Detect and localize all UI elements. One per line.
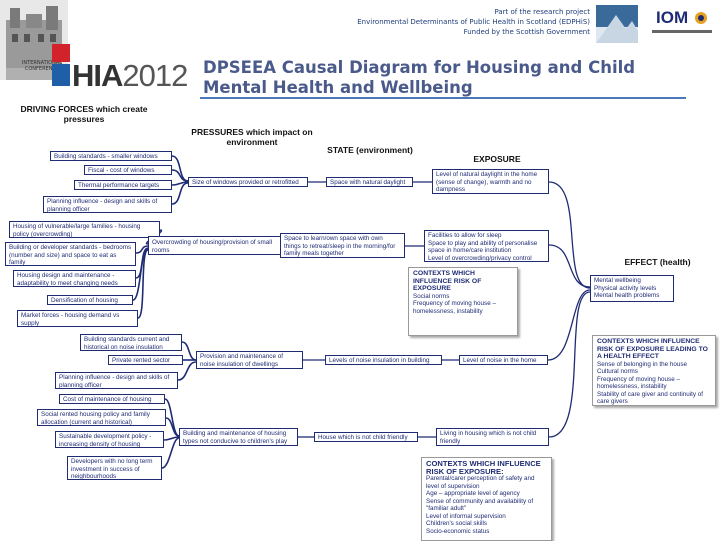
- pressure-node: Building and maintenance of housing type…: [179, 428, 298, 446]
- link: [181, 341, 197, 361]
- link: [171, 182, 189, 205]
- driving-force-node: Building standards - smaller windows: [50, 151, 172, 161]
- state-node: Space with natural daylight: [326, 177, 413, 187]
- link: [171, 169, 189, 182]
- link: [547, 289, 591, 361]
- hia-logo-text: HIA: [72, 58, 123, 93]
- driving-force-node: Building or developer standards - bedroo…: [5, 242, 136, 266]
- link: [171, 155, 189, 182]
- context-title: CONTEXTS WHICH INFLUENCE RISK OF EXPOSUR…: [597, 338, 708, 360]
- link: [135, 245, 149, 254]
- project-line: Part of the research project: [494, 8, 590, 16]
- globe-icon: [695, 12, 707, 24]
- heading-effect: EFFECT (health): [624, 257, 691, 267]
- hia-logo: HIA2012: [72, 58, 188, 94]
- title-underline: [200, 97, 686, 99]
- driving-force-node: Planning influence - design and skills o…: [43, 196, 172, 213]
- context-items: Sense of belonging in the house Cultural…: [597, 360, 704, 406]
- exposure-node: Level of noise in the home: [459, 355, 548, 365]
- context-title: CONTEXTS WHICH INFLUENCE RISK OF EXPOSUR…: [426, 459, 541, 476]
- driving-force-node: Thermal performance targets: [74, 180, 172, 190]
- context-box-effect: CONTEXTS WHICH INFLUENCE RISK OF EXPOSUR…: [592, 335, 716, 406]
- link: [165, 417, 180, 437]
- driving-force-node: Sustainable development policy - increas…: [55, 431, 164, 448]
- driving-force-node: Housing design and maintenance - adaptab…: [13, 270, 136, 287]
- pressure-node: Provision and maintenance of noise insul…: [196, 351, 303, 369]
- hia-mark: [52, 64, 70, 86]
- driving-force-node: Developers with no long term investment …: [67, 456, 162, 480]
- link: [177, 361, 197, 381]
- state-node: Levels of noise insulation in building: [325, 355, 442, 365]
- hia-year: 2012: [122, 58, 188, 93]
- exposure-node: Facilities to allow for sleep Space to p…: [424, 230, 549, 262]
- state-node: House which is not child friendly: [314, 432, 418, 442]
- hia-mark: [52, 44, 70, 62]
- context-title: CONTEXTS WHICH INFLUENCE RISK OF EXPOSUR…: [413, 270, 482, 292]
- driving-force-node: Social rented housing policy and family …: [37, 409, 166, 426]
- iom-logo: IOM: [648, 8, 716, 38]
- page-title: DPSEEA Causal Diagram for Housing and Ch…: [203, 58, 683, 98]
- link: [137, 249, 149, 319]
- conference-label: INTERNATIONAL CONFERENCE: [21, 60, 63, 72]
- context-items: Social norms Frequency of moving house –…: [413, 292, 496, 315]
- link: [163, 436, 180, 441]
- driving-force-node: Building standards current and historica…: [80, 334, 182, 351]
- photo-thumbnail: [596, 5, 638, 43]
- project-line: Funded by the Scottish Government: [463, 28, 590, 36]
- heading-driving-forces: DRIVING FORCES which create pressures: [20, 104, 148, 124]
- link: [548, 291, 591, 438]
- context-items: Parental/carer perception of safety and …: [426, 475, 535, 535]
- iom-logo-text: IOM: [656, 8, 689, 27]
- pressure-node: Size of windows provided or retrofitted: [188, 177, 308, 187]
- driving-force-node: Planning influence - design and skills o…: [55, 372, 178, 389]
- title-line: DPSEEA Causal Diagram for Housing and Ch…: [203, 58, 636, 77]
- driving-force-node: Fiscal - cost of windows: [84, 165, 172, 175]
- driving-force-node: Private rented sector: [108, 355, 183, 365]
- title-line: Mental Health and Wellbeing: [203, 78, 473, 97]
- driving-force-node: Market forces - housing demand vs supply: [17, 310, 138, 327]
- driving-force-node: Housing of vulnerable/large families - h…: [9, 221, 160, 238]
- exposure-node: Level of natural daylight in the home (s…: [432, 169, 549, 194]
- link: [548, 244, 591, 288]
- effect-node: Mental wellbeing Physical activity level…: [590, 275, 674, 302]
- heading-pressures: PRESSURES which impact on environment: [191, 127, 313, 147]
- driving-force-node: Cost of maintenance of housing: [59, 394, 165, 404]
- link: [171, 181, 189, 186]
- heading-state: STATE (environment): [327, 145, 413, 155]
- context-box-risk: CONTEXTS WHICH INFLUENCE RISK OF EXPOSUR…: [408, 267, 518, 336]
- exposure-node: Living in housing which is not child fri…: [436, 428, 549, 446]
- photo-icon: [596, 5, 638, 43]
- heading-exposure: EXPOSURE: [473, 154, 521, 164]
- tagline-bar: [652, 30, 712, 33]
- link: [548, 181, 591, 289]
- state-node: Space to learn/own space with own things…: [280, 233, 405, 258]
- driving-force-node: Densification of housing: [47, 295, 133, 305]
- pressure-node: Overcrowding of housing/provision of sma…: [148, 236, 283, 255]
- project-line: Environmental Determinants of Public Hea…: [357, 18, 590, 26]
- project-info: Part of the research project Environment…: [340, 7, 590, 37]
- link: [161, 437, 180, 469]
- context-box-risk-2: CONTEXTS WHICH INFLUENCE RISK OF EXPOSUR…: [421, 457, 552, 541]
